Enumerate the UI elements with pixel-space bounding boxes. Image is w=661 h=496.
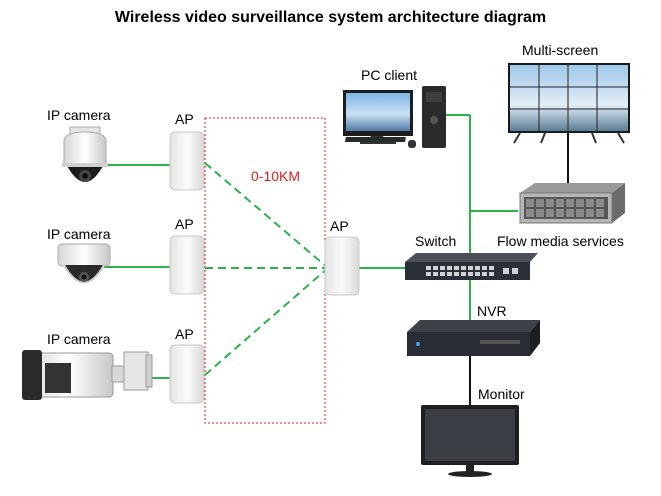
label-ip-camera-3: IP camera xyxy=(47,331,111,347)
label-multi-screen: Multi-screen xyxy=(522,42,599,58)
label-monitor: Monitor xyxy=(478,386,525,402)
nvr-icon xyxy=(407,320,540,356)
label-nvr: NVR xyxy=(477,303,507,319)
label-ip-camera-1: IP camera xyxy=(47,107,111,123)
range-box xyxy=(204,117,326,424)
label-flow-media: Flow media services xyxy=(497,233,624,249)
label-ap-2: AP xyxy=(175,216,194,232)
diagram-title: Wireless video surveillance system archi… xyxy=(114,9,547,26)
switch-icon xyxy=(405,253,538,280)
ptz-camera-icon xyxy=(62,126,108,182)
bullet-camera-icon xyxy=(22,350,153,400)
access-point-2-icon xyxy=(169,235,205,295)
monitor-icon xyxy=(421,405,519,477)
access-point-center-icon xyxy=(324,236,360,296)
label-pc-client: PC client xyxy=(361,67,418,83)
label-distance: 0-10KM xyxy=(251,168,301,184)
access-point-1-icon xyxy=(169,131,205,191)
dome-camera-icon xyxy=(57,243,111,284)
pc-icon xyxy=(343,86,446,148)
label-ap-1: AP xyxy=(175,111,194,127)
video-wall-icon xyxy=(508,63,630,144)
wireless-link-ap3 xyxy=(204,267,329,376)
label-ip-camera-2: IP camera xyxy=(47,226,111,242)
wireless-link-ap1 xyxy=(204,162,329,269)
label-ap-3: AP xyxy=(175,326,194,342)
server-icon xyxy=(519,183,625,224)
label-ap-center: AP xyxy=(330,218,349,234)
label-switch: Switch xyxy=(415,233,457,249)
access-point-3-icon xyxy=(169,344,205,404)
